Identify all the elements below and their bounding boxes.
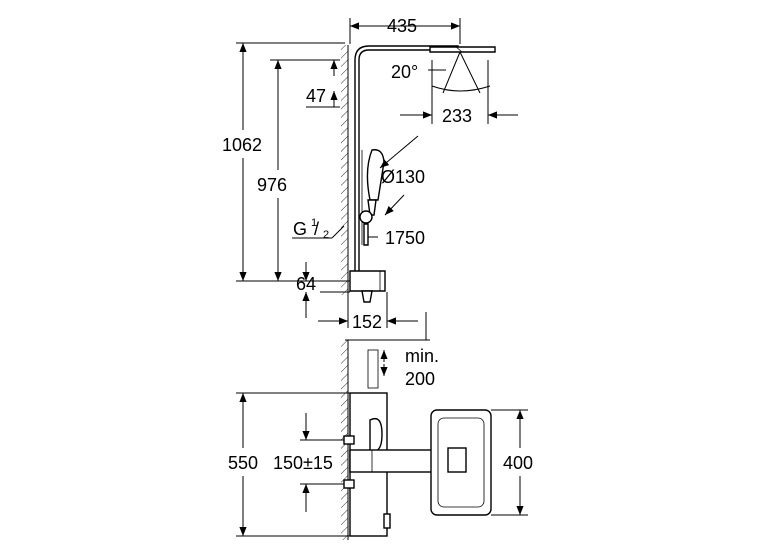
hand-shower (366, 149, 385, 201)
head-square-inner (437, 417, 485, 508)
slider-knob (359, 210, 373, 224)
leader-130b (384, 194, 405, 216)
label-64: 64 (296, 274, 316, 294)
label-clearance-value: 200 (405, 369, 435, 389)
inlet-bottom (343, 479, 355, 489)
head-shower-arm (454, 45, 463, 53)
label-47: 47 (306, 86, 326, 106)
label-angle: 20° (391, 62, 418, 82)
label-130: Ø130 (381, 167, 425, 187)
label-150: 150±15 (273, 453, 333, 473)
label-1062: 1062 (222, 135, 262, 155)
inlet-top (343, 435, 355, 445)
handle-lower (363, 223, 369, 246)
label-152: 152 (352, 312, 382, 332)
front-view: min. 200 400 550 150±15 (228, 312, 533, 540)
label-connection-sub: 2 (323, 229, 329, 241)
label-233: 233 (442, 106, 472, 126)
wall-hatch-upper (341, 45, 348, 295)
label-550: 550 (228, 453, 258, 473)
clearance-box (367, 349, 379, 389)
label-clearance-min: min. (405, 346, 439, 366)
spray-left (442, 51, 461, 94)
leader-130 (379, 135, 419, 169)
thermostat-body (349, 270, 386, 292)
label-1750: 1750 (385, 228, 425, 248)
module-foot (383, 513, 391, 529)
side-view: 435 20° 233 47 1062 976 Ø130 (222, 16, 518, 332)
label-400: 400 (503, 453, 533, 473)
head-shower (429, 46, 496, 53)
label-connection-sup: 1 (311, 217, 317, 229)
leader-g12b (331, 225, 345, 239)
hand-shower-handle (367, 199, 377, 216)
label-connection-g: G (293, 219, 307, 239)
thermostat-spout (361, 290, 373, 303)
label-connection-slash: / (314, 219, 319, 239)
angle-arc (431, 85, 491, 92)
label-435: 435 (387, 16, 417, 36)
module-dial (369, 417, 383, 452)
head-nozzle (447, 447, 467, 473)
spray-right (459, 51, 481, 94)
label-976: 976 (257, 175, 287, 195)
